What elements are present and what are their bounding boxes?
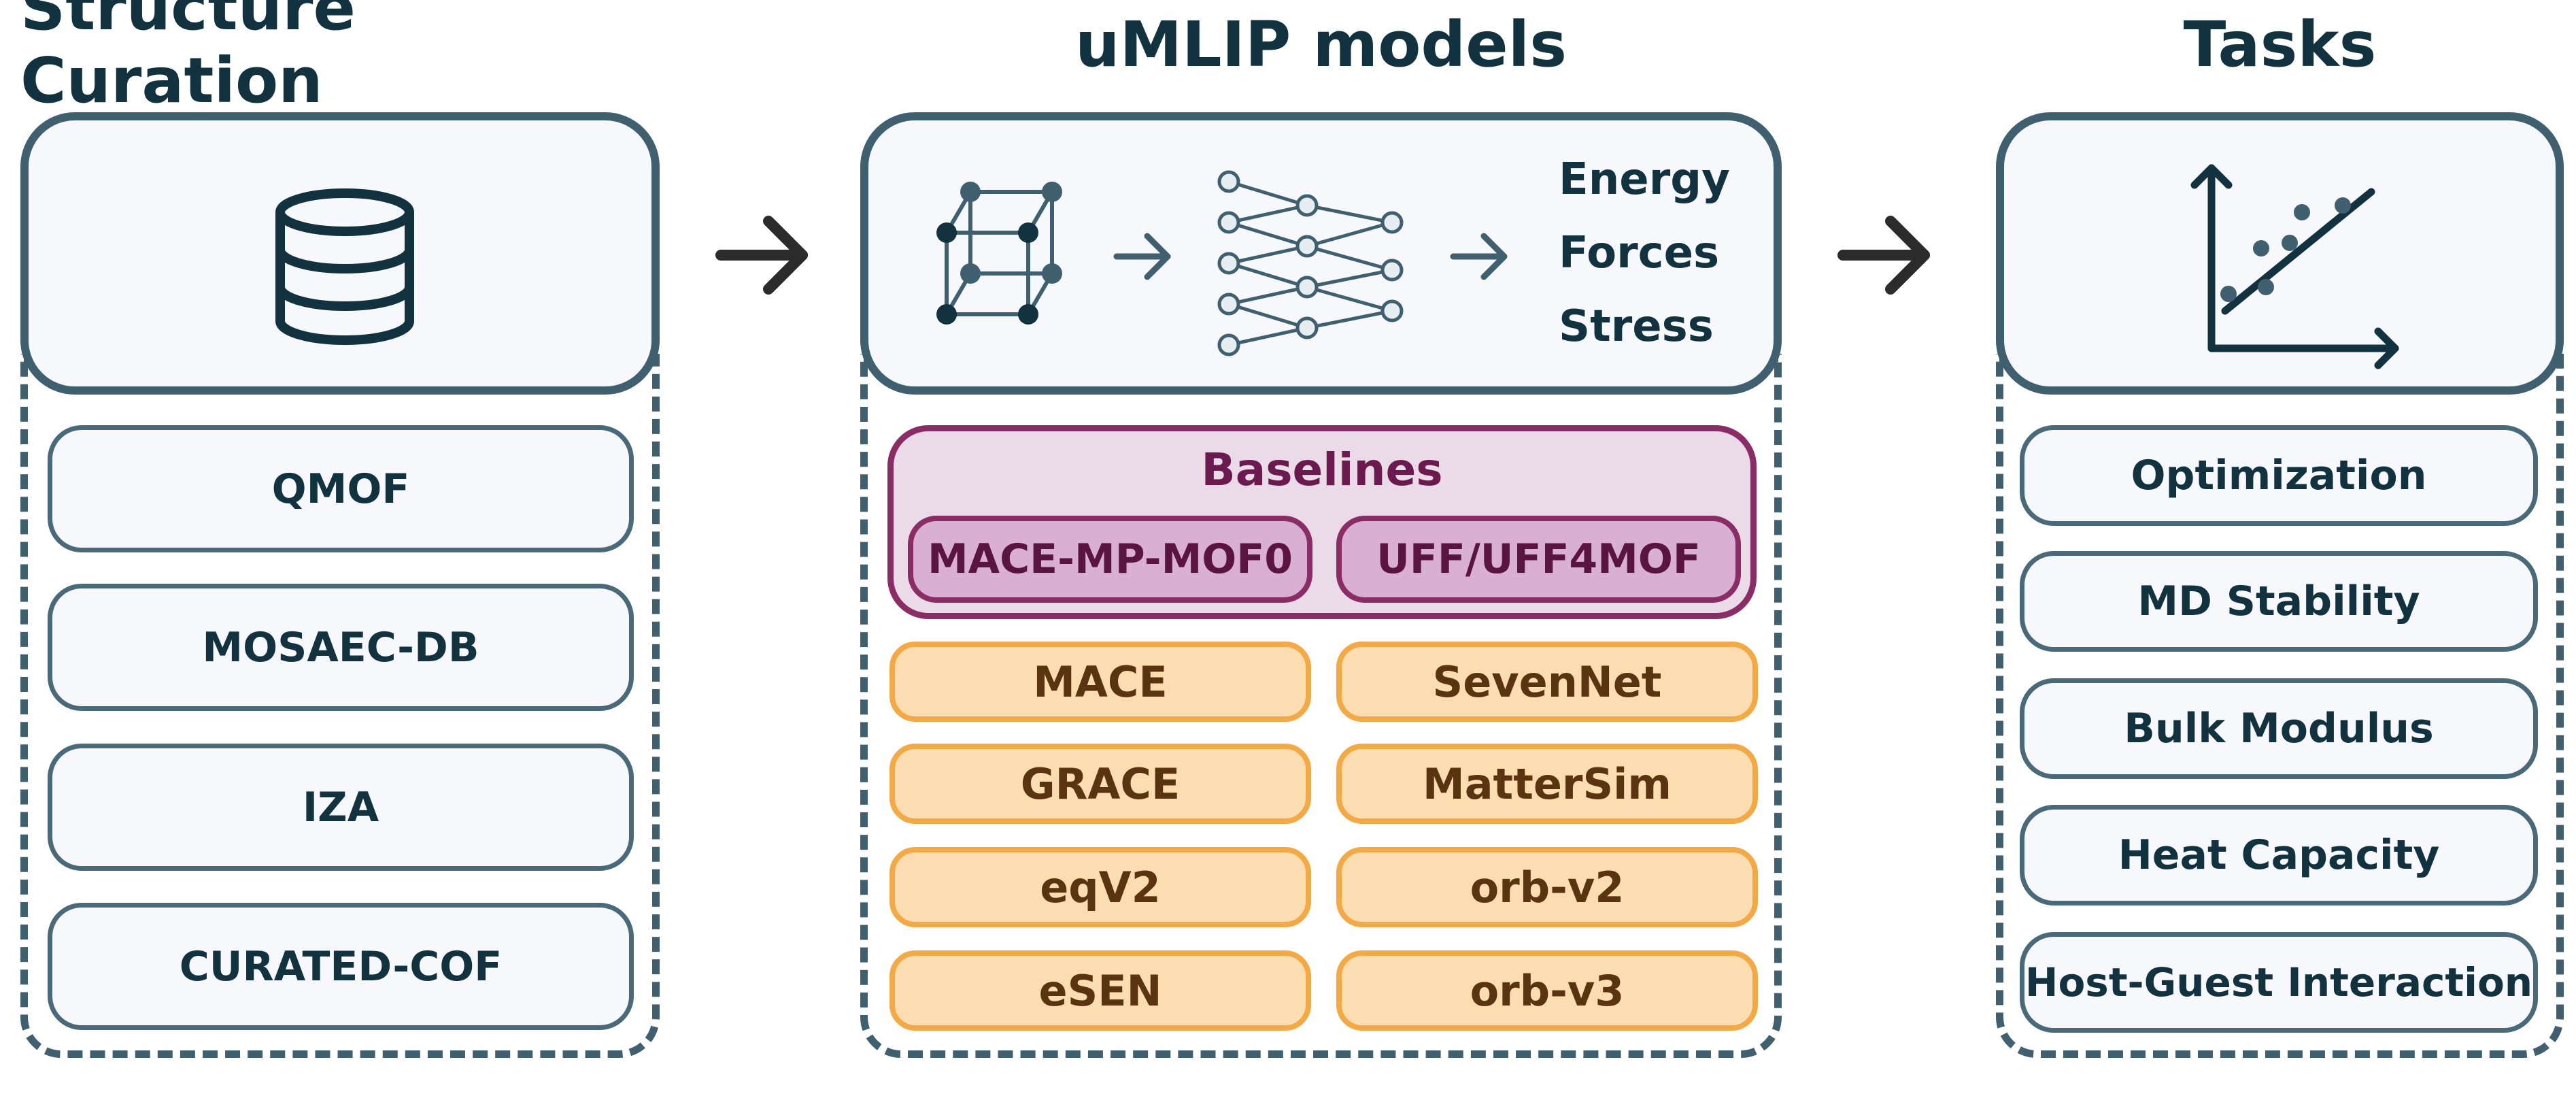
task-md-stability: MD Stability bbox=[2020, 551, 2538, 652]
tasks-icon-panel bbox=[1996, 112, 2564, 395]
curation-item-iza: IZA bbox=[48, 744, 634, 871]
scatter-plot-icon bbox=[2190, 164, 2399, 369]
model-grace: GRACE bbox=[889, 744, 1311, 824]
model-esen: eSEN bbox=[889, 950, 1311, 1031]
model-orb-v2: orb-v2 bbox=[1336, 847, 1758, 927]
model-eqv2: eqV2 bbox=[889, 847, 1311, 927]
task-bulk-modulus: Bulk Modulus bbox=[2020, 678, 2538, 779]
arrow-right-small-icon bbox=[1450, 233, 1508, 280]
curation-title: Structure Curation bbox=[20, 0, 356, 117]
models-dashed-frame bbox=[860, 354, 1782, 1058]
model-mace: MACE bbox=[889, 642, 1311, 722]
crystal-structure-icon bbox=[936, 182, 1062, 325]
curation-item-curated-cof: CURATED-COF bbox=[48, 903, 634, 1030]
tasks-title: Tasks bbox=[2183, 7, 2377, 81]
curation-item-qmof: QMOF bbox=[48, 425, 634, 552]
output-energy: Energy bbox=[1559, 154, 1730, 205]
task-optimization: Optimization bbox=[2020, 425, 2538, 526]
task-host-guest-interaction: Host-Guest Interaction bbox=[2020, 932, 2538, 1033]
output-forces: Forces bbox=[1559, 228, 1720, 278]
models-icon-panel: Energy Forces Stress bbox=[860, 112, 1782, 395]
models-title: uMLIP models bbox=[1075, 7, 1567, 81]
curation-item-mosaec-db: MOSAEC-DB bbox=[48, 584, 634, 711]
tasks-dashed-frame bbox=[1996, 354, 2564, 1058]
arrow-right-small-icon bbox=[1113, 233, 1171, 280]
arrow-right-icon bbox=[715, 216, 808, 295]
neural-network-icon bbox=[1217, 170, 1404, 356]
task-heat-capacity: Heat Capacity bbox=[2020, 805, 2538, 906]
model-mattersim: MatterSim bbox=[1336, 744, 1758, 824]
database-icon bbox=[275, 188, 414, 345]
model-orb-v3: orb-v3 bbox=[1336, 950, 1758, 1031]
curation-icon-panel bbox=[20, 112, 660, 395]
baseline-mace-mp-mof0: MACE-MP-MOF0 bbox=[908, 516, 1312, 603]
arrow-right-icon bbox=[1837, 216, 1930, 295]
baseline-uff-uff4mof: UFF/UFF4MOF bbox=[1336, 516, 1741, 603]
baselines-title: Baselines bbox=[1201, 444, 1443, 496]
output-stress: Stress bbox=[1559, 301, 1714, 352]
model-sevennet: SevenNet bbox=[1336, 642, 1758, 722]
curation-dashed-frame bbox=[20, 354, 660, 1058]
